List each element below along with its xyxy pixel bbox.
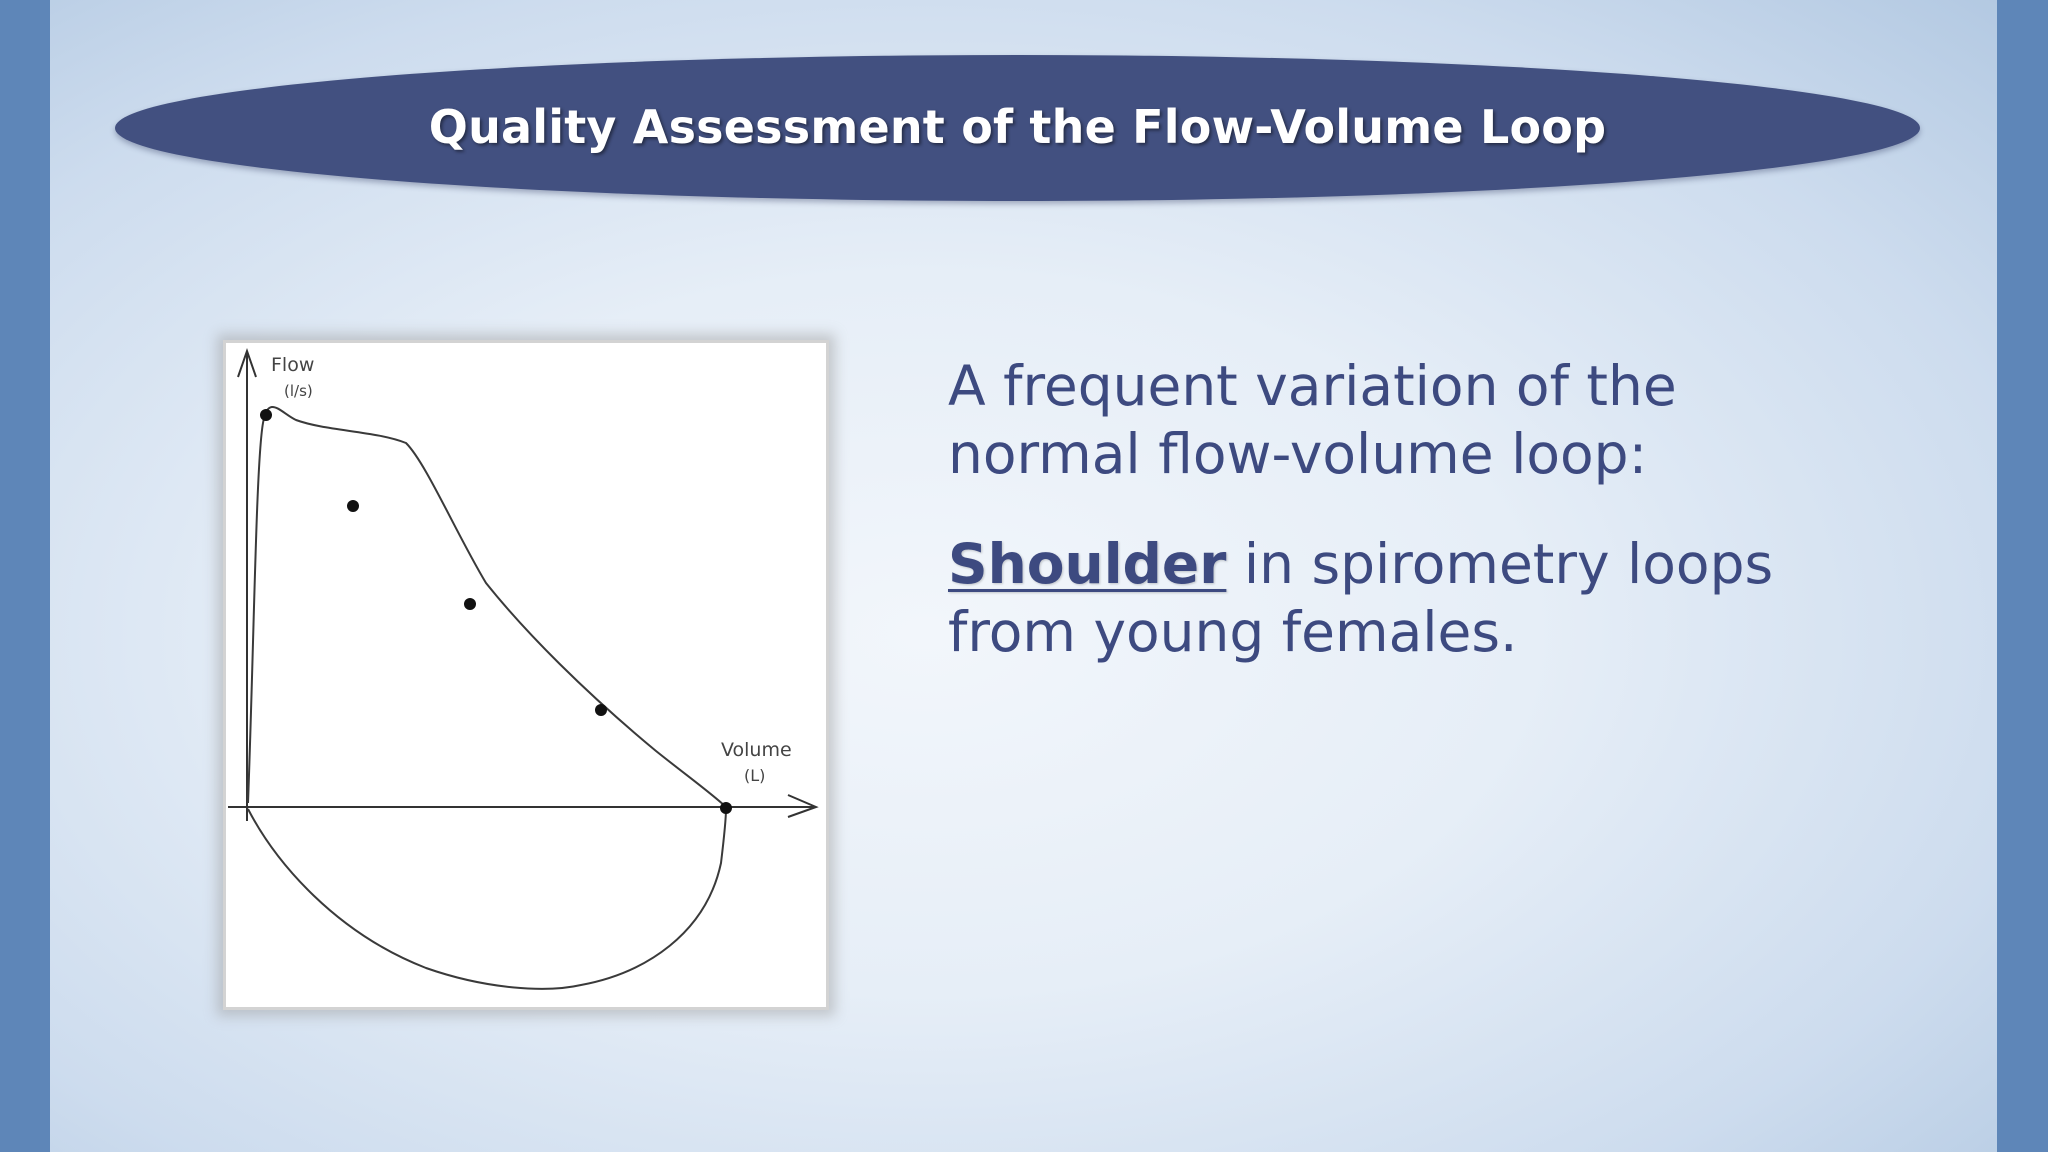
curve-point <box>464 598 476 610</box>
slide-body: A frequent variation of the normal flow-… <box>948 352 1848 666</box>
shoulder-description: in spirometry loops from young females. <box>948 532 1774 664</box>
flow-axis-unit: (l/s) <box>284 382 313 400</box>
flow-volume-diagram: Flow (l/s) Volume (L) <box>228 347 819 990</box>
volume-axis-unit: (L) <box>744 766 765 785</box>
shoulder-keyword: Shoulder <box>948 532 1227 596</box>
shoulder-paragraph: Shoulder in spirometry loops from young … <box>948 530 1848 666</box>
flow-axis-label: Flow <box>271 354 314 376</box>
volume-axis-arrow-icon <box>787 794 819 818</box>
curve-point <box>347 500 359 512</box>
flow-axis-arrow-icon <box>237 347 257 378</box>
slide-title: Quality Assessment of the Flow-Volume Lo… <box>428 100 1607 154</box>
fvc-point <box>720 802 732 814</box>
peak-flow-point <box>260 409 272 421</box>
title-banner: Quality Assessment of the Flow-Volume Lo… <box>115 55 1920 201</box>
volume-axis-label: Volume <box>721 739 792 761</box>
expiratory-curve <box>247 406 727 808</box>
inspiratory-curve <box>247 808 727 990</box>
intro-paragraph: A frequent variation of the normal flow-… <box>948 354 1677 486</box>
slide: Quality Assessment of the Flow-Volume Lo… <box>50 0 1997 1152</box>
curve-point <box>595 704 607 716</box>
flow-volume-figure: Flow (l/s) Volume (L) <box>223 340 829 1010</box>
